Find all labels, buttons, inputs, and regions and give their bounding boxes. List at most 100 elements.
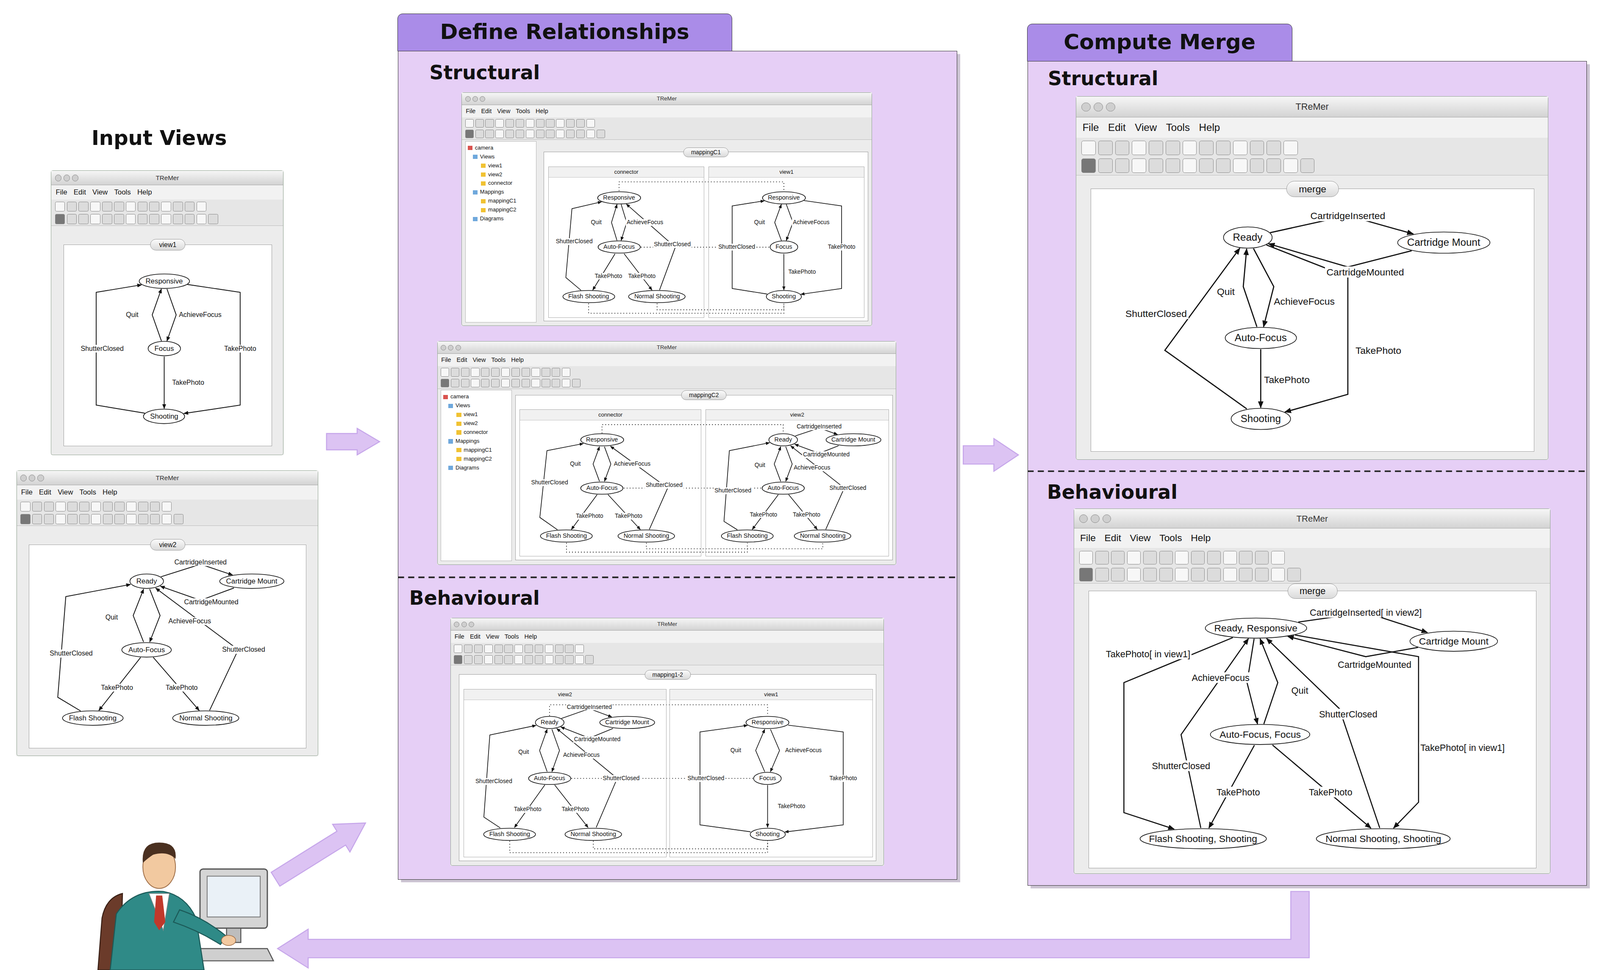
tool-icon — [1271, 550, 1285, 565]
tool-icon — [1223, 567, 1237, 582]
mapping-link — [646, 542, 823, 549]
state: Normal Shooting — [627, 289, 686, 304]
state-name: Responsive — [745, 715, 790, 730]
tool-icon — [208, 213, 219, 225]
tool-icon — [511, 367, 520, 377]
tool-icon — [521, 378, 531, 388]
transition-label-box: ShutterClosed — [713, 487, 753, 495]
state-name: Ready — [768, 433, 799, 447]
section-label: Structural — [429, 61, 541, 84]
state: Flash Shooting — [483, 827, 537, 842]
toolbar — [1076, 137, 1548, 176]
window-button — [55, 174, 62, 181]
state-name: Auto-Focus — [761, 481, 806, 495]
state-name: Ready — [534, 715, 565, 730]
transition-label-box: ShutterClosed — [601, 775, 641, 782]
tree-icon — [472, 216, 478, 222]
transition — [774, 204, 782, 241]
frame-fill — [458, 674, 877, 862]
tree-item: Views — [480, 152, 495, 162]
tool-icon — [541, 378, 550, 388]
sub-fill — [519, 409, 702, 557]
transition-label: TakePhoto — [223, 344, 258, 353]
tool-icon — [161, 213, 172, 225]
tool-icon — [440, 378, 450, 388]
tree-icon — [480, 181, 487, 186]
diagram-frame: mergeReady, ResponsiveCartridge MountAut… — [1088, 590, 1537, 869]
transition-label: TakePhoto — [613, 512, 644, 520]
menu-item: Tools — [113, 185, 131, 200]
stage-panel: Compute MergeTReMerFileEditViewToolsHelp… — [1027, 61, 1587, 886]
mapping-link — [571, 777, 753, 779]
window-title: TReMer — [461, 92, 872, 106]
tool-icon — [541, 367, 550, 377]
state: Shooting — [765, 289, 803, 304]
transition-label-box: CartridgeInserted — [566, 703, 613, 711]
tool-icon — [561, 367, 571, 377]
state-name: Cartridge Mount — [219, 573, 285, 589]
menu-item: Help — [511, 353, 524, 367]
menu-item: Tools — [504, 630, 520, 643]
tool-icon — [470, 378, 480, 388]
toolbar — [450, 642, 884, 666]
tool-icon — [102, 201, 113, 212]
transition-label-box: TakePhoto — [748, 511, 778, 519]
state: Normal Shooting — [793, 529, 852, 543]
state: Normal Shooting — [617, 529, 675, 543]
window-title: TReMer — [51, 170, 284, 186]
pane-header: connector — [519, 409, 701, 421]
tool-icon — [1159, 567, 1173, 582]
tree-item: Mappings — [480, 187, 504, 197]
tool-icon — [114, 513, 125, 525]
transition — [57, 584, 131, 712]
menu-item: Help — [524, 630, 538, 643]
view-pane: view2ReadyCartridge MountAuto-FocusFlash… — [705, 409, 889, 557]
state: Shooting — [142, 408, 186, 425]
transition-label: AchieveFocus — [1272, 295, 1337, 307]
title-bar: TReMer — [461, 92, 872, 106]
tool-icon — [576, 129, 585, 139]
pane-header: view1 — [708, 166, 864, 178]
tool-icon — [475, 119, 484, 128]
tool-icon — [1300, 158, 1315, 173]
tree-row: mappingC1 — [480, 196, 536, 206]
frame-fill — [1090, 188, 1535, 452]
menu-bar: FileEditViewToolsHelp — [16, 485, 319, 500]
tool-icon — [78, 213, 89, 225]
tree-icon — [480, 172, 487, 177]
tool-icon — [575, 644, 584, 653]
state-name: Cartridge Mount — [599, 715, 656, 730]
tool-icon — [524, 655, 534, 664]
tool-icon — [1131, 140, 1147, 156]
toolbar — [51, 199, 284, 226]
frame-fill — [515, 394, 893, 561]
transition-label: ShutterClosed — [1150, 760, 1212, 772]
state-name: Normal Shooting, Shooting — [1315, 827, 1451, 850]
menu-item: Tools — [1166, 117, 1190, 138]
sub-fill — [669, 688, 873, 858]
transition-label-box: ShutterClosed — [48, 649, 94, 658]
toolbar — [16, 499, 319, 526]
frame-title: mappingC1 — [691, 147, 721, 158]
transition — [133, 588, 144, 642]
state: Responsive — [761, 191, 806, 205]
menu-item: File — [441, 353, 451, 367]
transition-label-box: TakePhoto — [627, 272, 657, 280]
tree-item: connector — [463, 427, 488, 437]
tree-icon — [443, 394, 449, 400]
tool-icon — [566, 129, 575, 139]
transition-label: TakePhoto — [513, 805, 543, 813]
tree-icon — [456, 447, 462, 453]
state: Ready — [534, 715, 565, 730]
frame-title: view2 — [158, 539, 177, 550]
state-name: Responsive — [580, 433, 625, 447]
state-name: Ready — [129, 573, 164, 589]
tool-icon — [1271, 567, 1285, 582]
menu-item: File — [55, 185, 68, 200]
tool-icon — [1111, 567, 1125, 582]
tree-item: mappingC2 — [463, 454, 492, 464]
menu-item: Tools — [1159, 528, 1182, 548]
tool-icon — [1127, 567, 1141, 582]
transition-label-box: CartridgeInserted — [173, 558, 228, 567]
tool-icon — [524, 644, 534, 653]
